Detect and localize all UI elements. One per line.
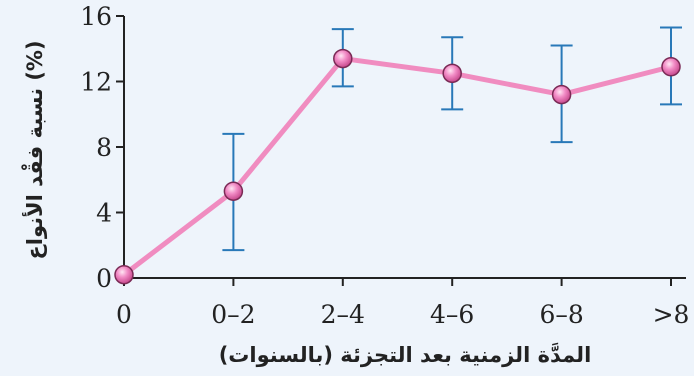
y-tick-label: 16: [80, 2, 112, 31]
x-tick-label: >8: [653, 300, 690, 329]
x-tick-label: 0–2: [211, 300, 255, 329]
data-point: [223, 181, 244, 201]
x-tick-labels: 0 0–2 2–4 4–6 6–8 >8: [116, 300, 689, 329]
series-line: [122, 56, 672, 277]
x-axis-title: المدَّة الزمنية بعد التجزئة (بالسنوات): [219, 342, 592, 367]
x-tick-label: 4–6: [430, 300, 474, 329]
y-tick-label: 4: [96, 199, 112, 228]
data-point: [114, 264, 134, 285]
data-points: [114, 48, 681, 285]
y-tick-label: 12: [80, 68, 112, 97]
error-bars: [222, 26, 682, 252]
y-tick-label: 8: [96, 133, 112, 162]
x-tick-label: 6–8: [539, 300, 583, 329]
data-point: [661, 57, 681, 77]
x-tick-label: 0: [116, 300, 132, 329]
data-point: [551, 84, 572, 105]
y-axis-title: نسبة فقْد الأنواع (%): [21, 40, 47, 259]
y-tick-labels: 0 4 8 12 16: [80, 2, 112, 293]
series-polyline: [122, 56, 672, 277]
x-tick-label: 2–4: [321, 300, 365, 329]
y-tick-label: 0: [96, 264, 112, 293]
axes: [116, 15, 686, 286]
data-point: [442, 63, 462, 84]
data-point: [333, 48, 353, 69]
